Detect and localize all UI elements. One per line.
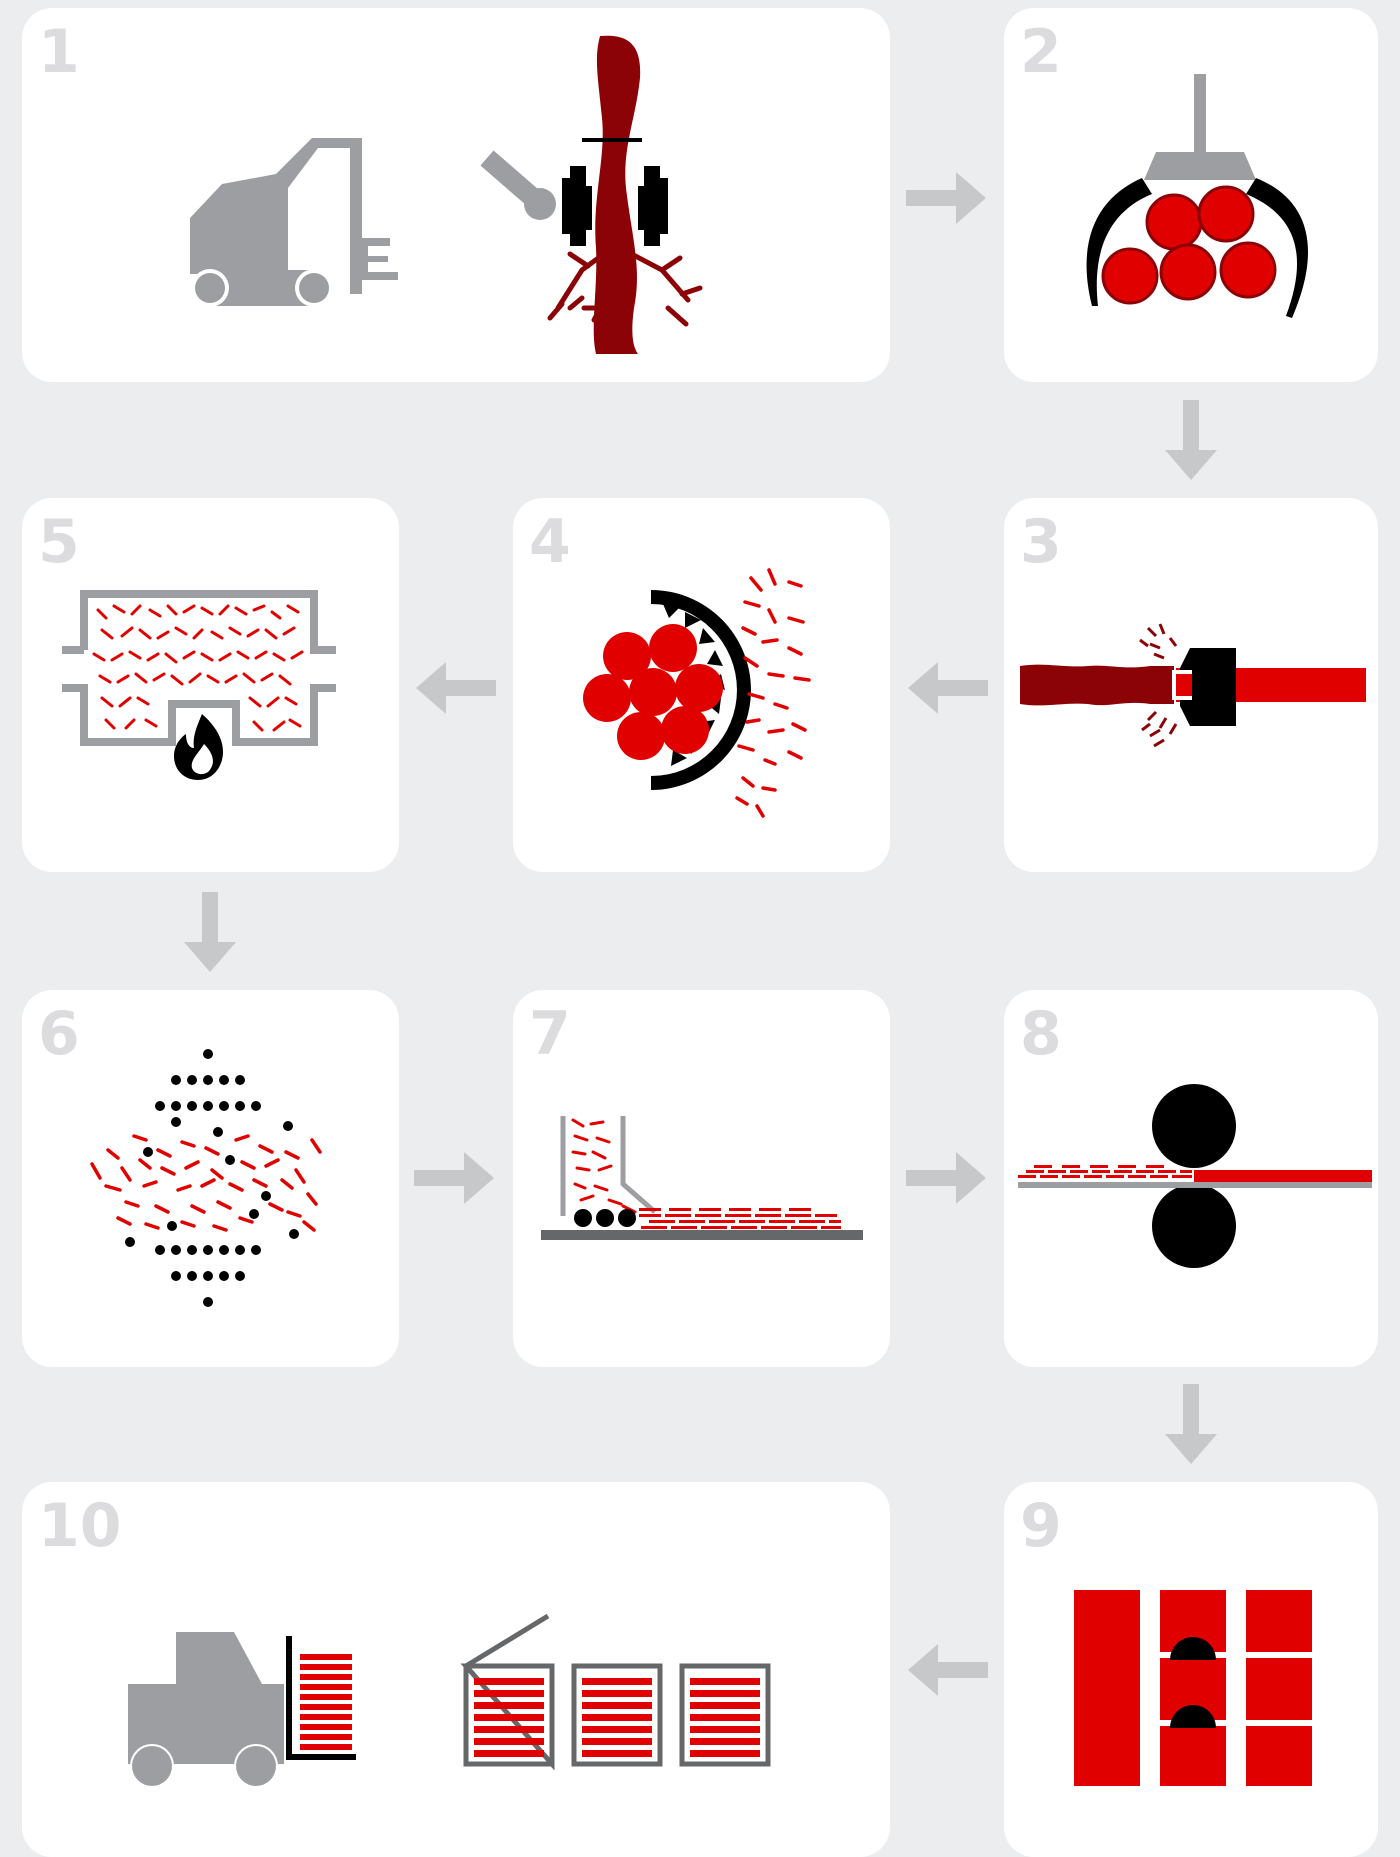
step-6-panel: 6 <box>22 990 399 1367</box>
step-1-panel: 1 <box>22 8 890 382</box>
arrow-right-icon <box>412 1148 498 1208</box>
chip-dryer-icon <box>62 594 336 780</box>
step-3-panel: 3 <box>1004 498 1378 872</box>
mat-forming-icon <box>541 1116 863 1240</box>
arrow-right-icon <box>904 1148 990 1208</box>
step-4-panel: 4 <box>513 498 890 872</box>
arrow-left-icon <box>412 658 498 718</box>
arrow-left-icon <box>904 1640 990 1700</box>
step-7-panel: 7 <box>513 990 890 1367</box>
step-9-panel: 9 <box>1004 1482 1378 1857</box>
felling-head-icon <box>487 36 700 354</box>
step-8-panel: 8 <box>1004 990 1378 1367</box>
chip-screening-icon <box>92 1049 320 1307</box>
arrow-right-icon <box>904 168 990 228</box>
arrow-down-icon <box>1161 398 1221 484</box>
debarker-icon <box>1020 624 1366 746</box>
step-2-panel: 2 <box>1004 8 1378 382</box>
arrow-down-icon <box>180 890 240 976</box>
warehouse-icon <box>466 1616 768 1764</box>
step-5-panel: 5 <box>22 498 399 872</box>
hot-press-rollers-icon <box>1018 1084 1372 1268</box>
forklift-icon <box>128 1632 356 1788</box>
chipper-drum-icon <box>583 570 809 816</box>
log-grapple-icon <box>1087 74 1308 318</box>
step-10-panel: 10 <box>22 1482 890 1857</box>
harvester-machine-icon <box>190 138 398 307</box>
board-cutting-icon <box>1074 1590 1312 1786</box>
arrow-down-icon <box>1161 1382 1221 1468</box>
arrow-left-icon <box>904 658 990 718</box>
